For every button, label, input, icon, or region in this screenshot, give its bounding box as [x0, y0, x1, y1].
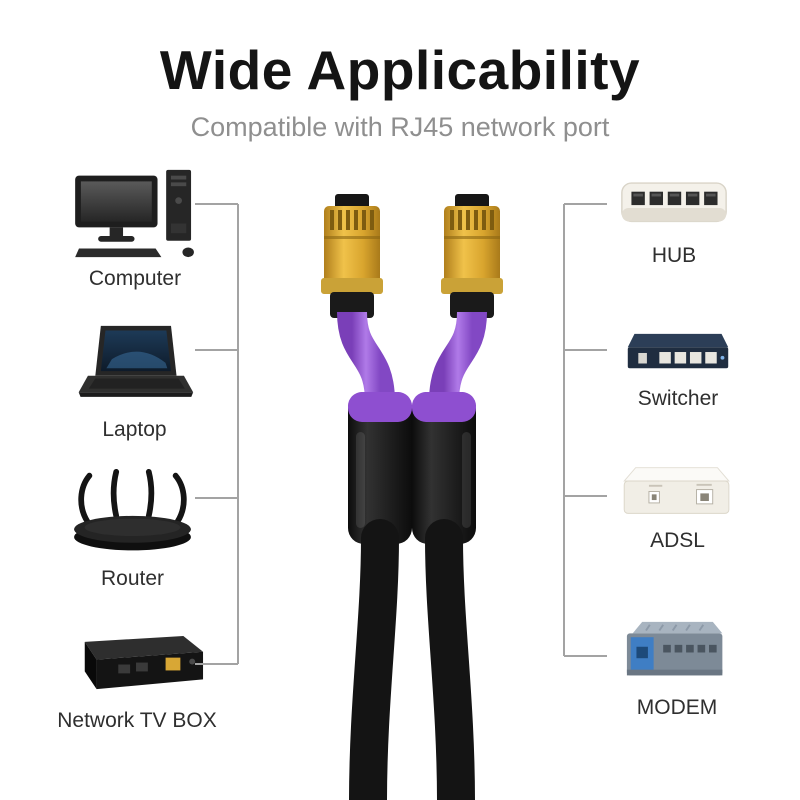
- device-router: Router: [70, 468, 195, 591]
- device-computer: Computer: [70, 168, 200, 291]
- device-tv-box: Network TV BOX: [57, 632, 217, 733]
- page-subtitle: Compatible with RJ45 network port: [190, 112, 610, 142]
- modem-icon: [626, 621, 722, 676]
- device-adsl: ADSL: [620, 462, 735, 553]
- left-bracket-lines: [195, 203, 239, 665]
- right-bracket-lines: [563, 203, 607, 657]
- router-icon: [74, 468, 191, 551]
- device-label: Network TV BOX: [57, 709, 217, 732]
- computer-icon: [74, 169, 194, 258]
- device-label: ADSL: [650, 529, 705, 552]
- rj45-connector-right-icon: [412, 194, 503, 800]
- device-label: MODEM: [636, 696, 718, 719]
- laptop-icon: [78, 325, 193, 397]
- device-label: Computer: [88, 267, 182, 290]
- device-laptop: Laptop: [72, 322, 197, 442]
- tv-box-icon: [84, 635, 204, 690]
- adsl-icon: [623, 467, 730, 514]
- device-switcher: Switcher: [622, 326, 734, 411]
- page-title: Wide Applicability: [159, 39, 641, 101]
- ethernet-cables-graphic: [321, 194, 503, 800]
- device-label: Router: [100, 567, 165, 590]
- switcher-icon: [627, 333, 729, 369]
- rj45-connector-left-icon: [321, 194, 412, 800]
- device-label: HUB: [651, 244, 697, 267]
- device-hub: HUB: [618, 178, 730, 268]
- device-label: Laptop: [102, 418, 167, 441]
- device-modem: MODEM: [624, 616, 730, 720]
- hub-icon: [621, 182, 727, 223]
- device-label: Switcher: [637, 387, 719, 410]
